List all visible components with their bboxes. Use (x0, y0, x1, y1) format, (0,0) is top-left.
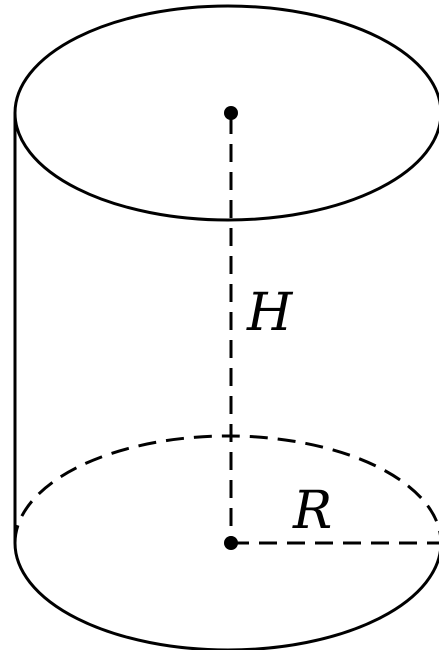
height-label: H (246, 283, 294, 343)
radius-label: R (292, 481, 332, 541)
top-center-point (224, 106, 238, 120)
bottom-base-hidden-arc (13, 434, 439, 544)
bottom-center-point (224, 536, 238, 550)
bottom-base-visible-arc (13, 542, 439, 650)
